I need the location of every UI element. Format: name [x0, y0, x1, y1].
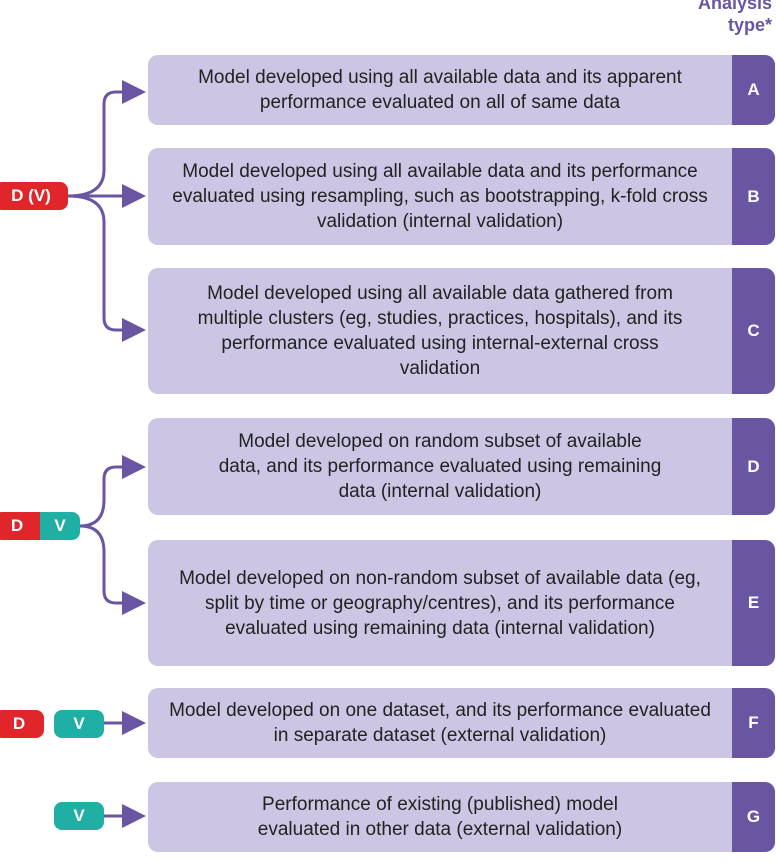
header-line1: Analysis: [697, 0, 772, 13]
analysis-description: Model developed using all available data…: [172, 161, 708, 232]
header-line2: type*: [727, 15, 772, 35]
analysis-type-header: Analysis type*: [698, 0, 772, 36]
analysis-description: Model developed on random subset of avai…: [218, 431, 662, 502]
analysis-description: Performance of existing (published) mode…: [257, 794, 623, 840]
analysis-description: Model developed using all available data…: [197, 283, 683, 379]
analysis-description: Model developed using all available data…: [198, 67, 682, 113]
analysis-type-label: F: [732, 688, 775, 758]
analysis-box-c: Model developed using all available data…: [148, 268, 775, 394]
analysis-type-label: A: [732, 55, 775, 125]
development-badge: D: [0, 710, 44, 738]
analysis-description: Model developed on non-random subset of …: [179, 567, 701, 639]
analysis-box-b: Model developed using all available data…: [148, 148, 775, 245]
analysis-box-d: Model developed on random subset of avai…: [148, 418, 775, 515]
analysis-type-label: B: [732, 148, 775, 245]
analysis-type-label: D: [732, 418, 775, 515]
analysis-type-label: G: [732, 782, 775, 852]
arrow-to-c: [67, 194, 146, 342]
analysis-type-label: C: [732, 268, 775, 394]
development-badge: D: [0, 512, 40, 540]
validation-badge: V: [54, 802, 104, 830]
analysis-description: Model developed on one dataset, and its …: [169, 700, 711, 746]
validation-badge: V: [54, 710, 104, 738]
analysis-box-f: Model developed on one dataset, and its …: [148, 688, 775, 758]
analysis-box-g: Performance of existing (published) mode…: [148, 782, 775, 852]
analysis-type-label: E: [732, 540, 775, 666]
validation-badge: V: [40, 512, 80, 540]
dev-val-same-data-badge: D (V): [0, 182, 68, 210]
analysis-box-e: Model developed on non-random subset of …: [148, 540, 775, 666]
analysis-box-a: Model developed using all available data…: [148, 55, 775, 125]
arrow-to-e: [79, 524, 146, 615]
arrow-to-d: [79, 455, 146, 528]
arrow-to-a: [67, 80, 146, 198]
